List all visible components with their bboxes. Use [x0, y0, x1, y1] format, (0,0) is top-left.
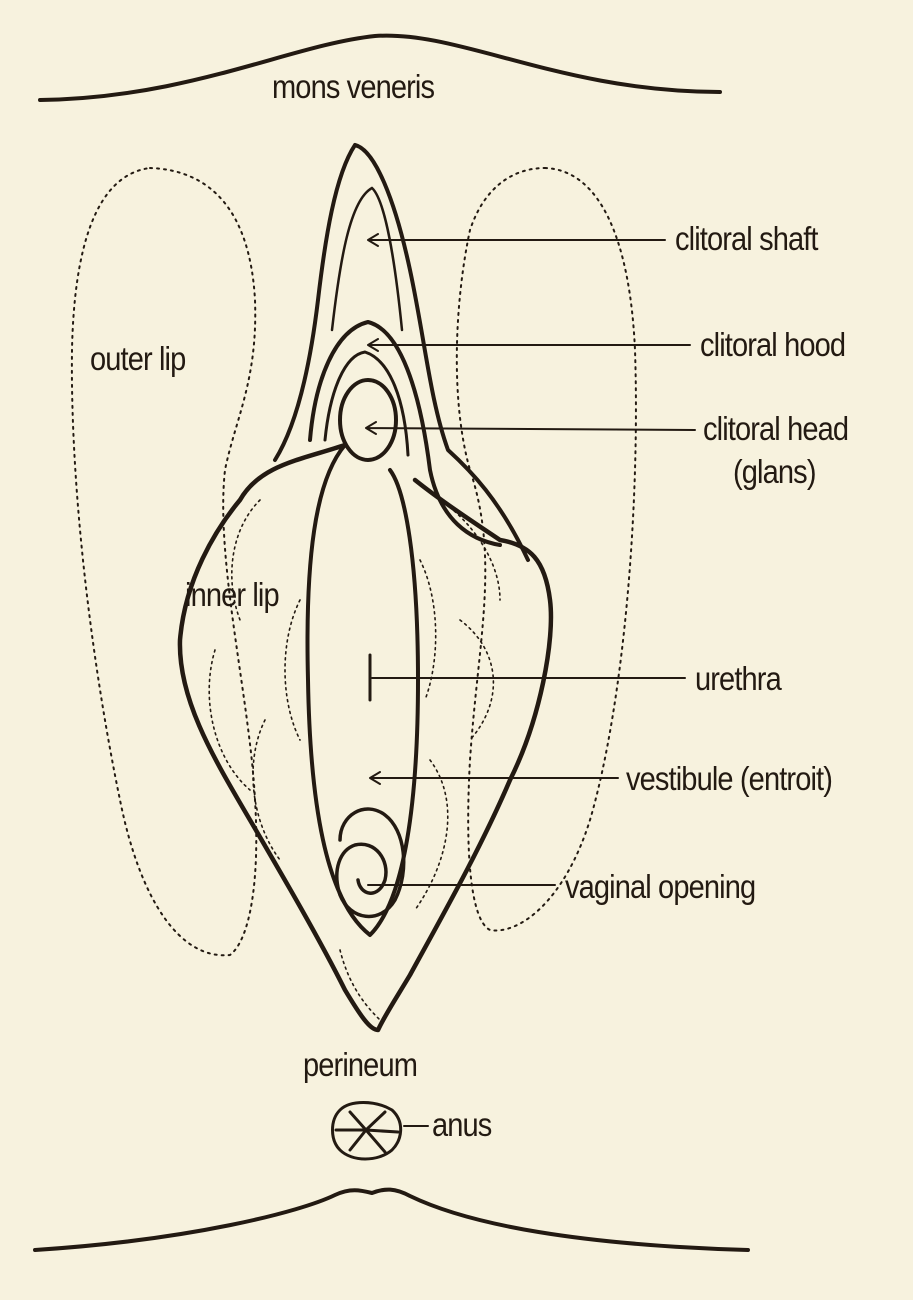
clitoral-shaft-inner [330, 186, 404, 332]
inner-lips [177, 442, 554, 1033]
label-inner-lip: inner lip [185, 576, 280, 613]
mons-contour [38, 33, 722, 102]
label-vaginal-opening: vaginal opening [565, 868, 756, 905]
outer-lip-right [455, 167, 637, 932]
label-urethra: urethra [695, 660, 782, 697]
outer-lip-left [70, 167, 258, 957]
buttocks-contour [33, 1187, 750, 1252]
inner-lip-folds [208, 499, 501, 1021]
leader-lines [365, 233, 696, 1127]
label-glans: (glans) [733, 453, 816, 490]
anus-shape [331, 1101, 403, 1161]
label-outer-lip: outer lip [90, 340, 186, 377]
clitoral-shaft-outline [273, 143, 530, 562]
label-clitoral-hood: clitoral hood [700, 326, 846, 363]
label-vestibule: vestibule (entroit) [626, 760, 833, 797]
vestibule [305, 443, 420, 937]
label-mons-veneris: mons veneris [272, 68, 435, 105]
vaginal-opening [335, 807, 406, 918]
label-clitoral-head: clitoral head [703, 410, 849, 447]
clitoral-head [338, 378, 398, 462]
label-anus: anus [432, 1106, 492, 1143]
clitoral-hood-inner [323, 350, 410, 457]
clitoral-hood [308, 320, 502, 547]
label-perineum: perineum [303, 1046, 418, 1083]
label-clitoral-shaft: clitoral shaft [675, 220, 819, 257]
